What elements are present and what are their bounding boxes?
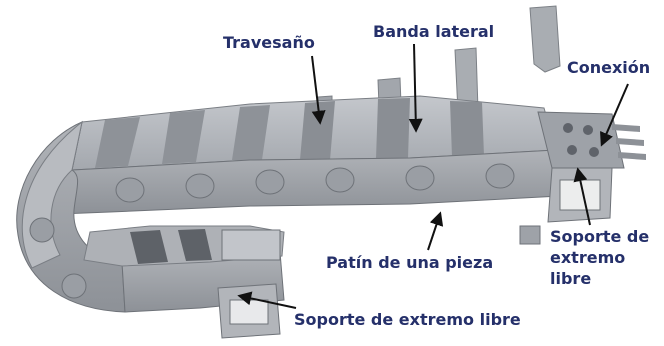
label-banda-lateral: Banda lateral (373, 22, 495, 41)
connection-hole (589, 147, 599, 157)
lower-end-bracket-slot (229, 299, 269, 325)
label-travesano: Travesaño (223, 33, 315, 52)
arrow-banda-lateral (408, 43, 423, 133)
crossbar (376, 98, 410, 159)
arrow-patin (427, 211, 444, 251)
loose-crossbar (519, 225, 541, 245)
side-links (29, 163, 515, 299)
crossbar (450, 101, 484, 157)
connection-end (519, 111, 646, 245)
upper-run (59, 95, 561, 215)
label-patin: Patín de una pieza (326, 253, 494, 272)
link-disk (29, 217, 55, 243)
crossbar (232, 105, 270, 160)
lower-run (83, 225, 285, 339)
arrow-conexion (600, 83, 629, 147)
link-disk (405, 165, 435, 191)
link-disk (115, 177, 145, 203)
connection-hole (563, 123, 573, 133)
link-disk (485, 163, 515, 189)
crossbar (130, 230, 168, 264)
label-soporte-right: Soporte de extremo libre (550, 227, 650, 288)
connection-hole (567, 145, 577, 155)
crossbar (178, 229, 212, 261)
connection-pins (612, 124, 646, 160)
crossbar (95, 117, 140, 168)
crossbar (300, 101, 335, 160)
arrow-travesano (311, 55, 326, 125)
arrow-soporte-bottom (237, 291, 297, 309)
right-end-bracket-slot (559, 179, 601, 211)
link-disk (325, 167, 355, 193)
connection-plate (537, 111, 625, 169)
label-soporte-bottom: Soporte de extremo libre (294, 310, 521, 329)
link-disk (255, 169, 285, 195)
crossbar (162, 110, 205, 164)
arrow-soporte-right (573, 167, 591, 226)
connection-hole (583, 125, 593, 135)
lower-end-plate (221, 229, 281, 261)
link-disk (185, 173, 215, 199)
link-disk (61, 273, 87, 299)
loose-crossbar (529, 5, 561, 73)
pointer-arrows (237, 43, 629, 309)
label-conexion: Conexión (567, 58, 651, 77)
